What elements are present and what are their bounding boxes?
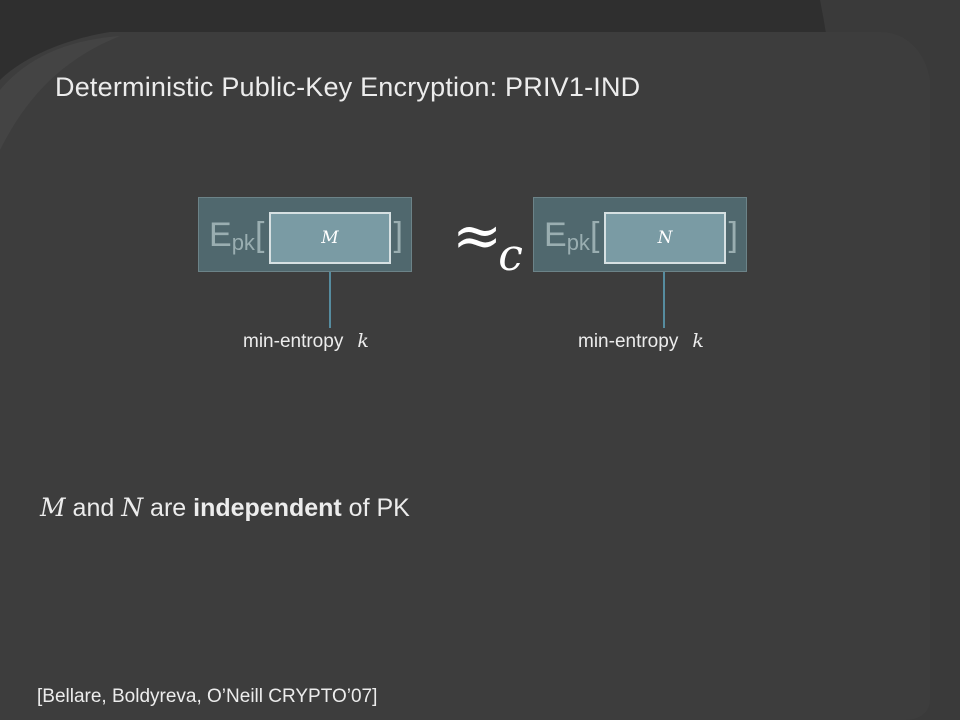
right-encryption-box: Epk[ N ] (533, 197, 747, 272)
computational-indistinguishability-symbol: ≈c (452, 201, 523, 281)
left-close-bracket: ] (393, 216, 403, 254)
right-message-box: N (604, 212, 726, 264)
citation: [Bellare, Boldyreva, O’Neill CRYPTO’07] (37, 686, 378, 707)
right-encryption-label: Epk[ (544, 216, 600, 255)
slide-title: Deterministic Public-Key Encryption: PRI… (55, 72, 641, 102)
independence-statement: M and N are independent of PK (40, 493, 410, 522)
left-message-box: M (269, 212, 391, 264)
decor-swoosh-left (0, 36, 120, 150)
right-close-bracket: ] (728, 216, 738, 254)
content-panel (0, 32, 930, 720)
left-encryption-box: Epk[ M ] (198, 197, 412, 272)
left-encryption-label: Epk[ (209, 216, 265, 255)
